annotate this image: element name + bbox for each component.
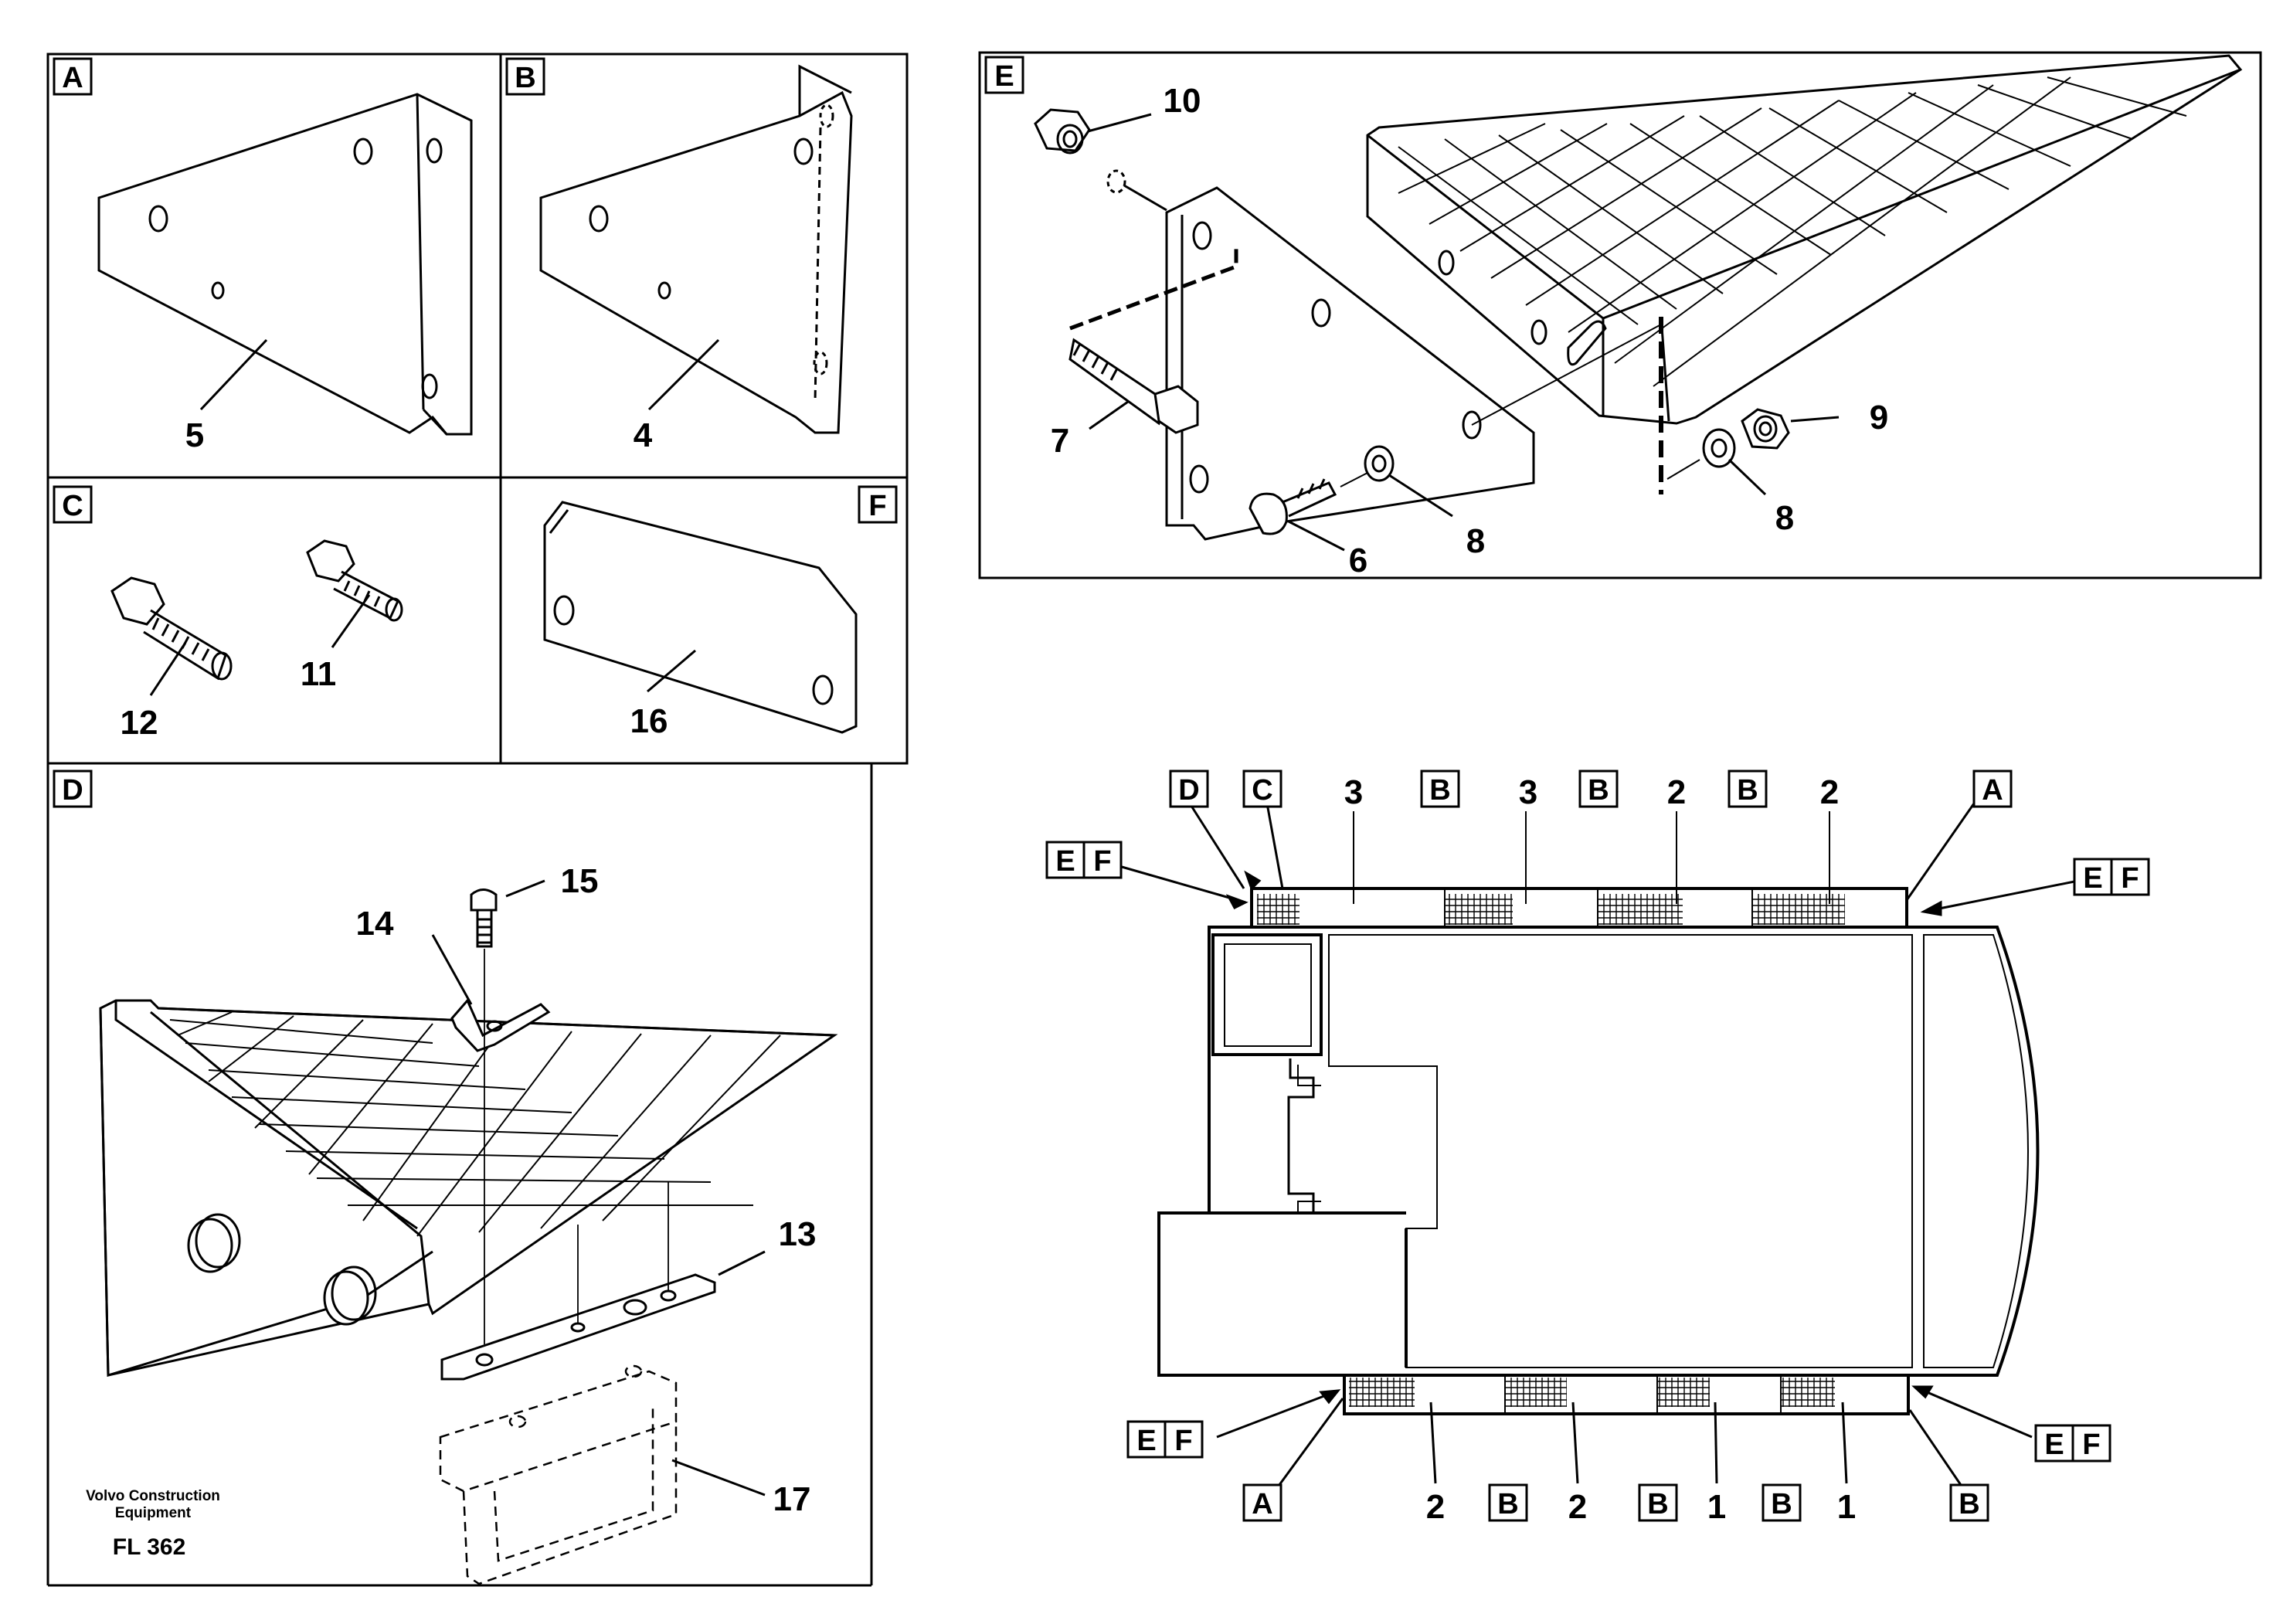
callout-13: 13: [779, 1215, 817, 1253]
svg-text:3: 3: [1519, 773, 1537, 811]
callout-11: 11: [301, 655, 337, 693]
callout-10: 10: [1164, 82, 1201, 120]
callout-8-left: 8: [1466, 522, 1485, 560]
overview-top-labels: D C 3 B 3 B 2 B 2 A: [1169, 770, 2013, 811]
svg-text:2: 2: [1568, 1488, 1587, 1526]
panel-E-assembly: [1034, 54, 2243, 552]
svg-text:2: 2: [1820, 773, 1839, 811]
svg-text:F: F: [868, 490, 886, 522]
panel-E-frame: E: [978, 51, 2262, 579]
panel-label-B: B: [505, 57, 545, 96]
svg-text:B: B: [1647, 1488, 1668, 1520]
svg-text:E: E: [2083, 862, 2102, 895]
svg-text:D: D: [62, 774, 83, 807]
callout-6: 6: [1349, 542, 1367, 579]
svg-text:B: B: [1771, 1488, 1792, 1520]
svg-text:3: 3: [1344, 773, 1363, 811]
svg-text:D: D: [1178, 774, 1199, 807]
svg-text:A: A: [1982, 774, 2003, 807]
svg-text:2: 2: [1426, 1488, 1445, 1526]
callout-9: 9: [1870, 399, 1888, 437]
svg-text:F: F: [1093, 845, 1111, 878]
svg-text:E: E: [2044, 1429, 2064, 1461]
company-name-line2: Equipment: [115, 1505, 192, 1521]
callout-16: 16: [630, 702, 668, 740]
ef-label-bottom-right: E F: [2034, 1424, 2111, 1463]
svg-text:B: B: [1429, 774, 1450, 807]
ef-label-top-left: E F: [1045, 841, 1123, 879]
svg-text:E: E: [1136, 1425, 1156, 1457]
company-name: Volvo Construction: [86, 1488, 220, 1504]
svg-text:B: B: [515, 62, 535, 94]
svg-text:B: B: [1588, 774, 1609, 807]
callout-4: 4: [634, 416, 653, 454]
overview-bottom-labels: A 2 B 2 B 1 B 1 B: [1242, 1401, 1989, 1526]
panel-label-D: D: [53, 770, 93, 808]
svg-text:1: 1: [1837, 1488, 1856, 1526]
panel-label-C: C: [53, 485, 93, 524]
bracket-part-4: [539, 64, 853, 434]
ef-label-bottom-left: E F: [1126, 1420, 1204, 1459]
svg-text:2: 2: [1667, 773, 1686, 811]
svg-text:B: B: [1959, 1488, 1979, 1520]
bolt-part-12: [110, 576, 233, 696]
callout-15: 15: [561, 862, 599, 900]
svg-text:F: F: [2082, 1429, 2100, 1461]
callout-12: 12: [121, 704, 158, 742]
svg-text:F: F: [2121, 862, 2139, 895]
figure-code: FL 362: [113, 1534, 186, 1560]
panel-label-A: A: [53, 57, 93, 96]
svg-text:C: C: [1252, 774, 1272, 807]
ef-label-top-right: E F: [2073, 858, 2150, 896]
bracket-part-5: [97, 93, 473, 436]
panel-grid: [46, 53, 909, 1587]
bolt-part-11: [306, 539, 403, 648]
svg-text:E: E: [1055, 845, 1075, 878]
svg-text:A: A: [62, 62, 83, 94]
svg-text:1: 1: [1707, 1488, 1726, 1526]
panel-label-F: F: [858, 485, 898, 524]
callout-8-right: 8: [1775, 499, 1794, 537]
svg-text:A: A: [1252, 1488, 1272, 1520]
machine-top-view: [1157, 887, 2040, 1415]
overview-top-leaders: [1353, 811, 1830, 904]
panel-label-E: E: [994, 60, 1014, 93]
callout-7: 7: [1051, 422, 1069, 460]
overview-leaders: [1116, 803, 2079, 1492]
svg-text:B: B: [1497, 1488, 1518, 1520]
callout-14: 14: [356, 905, 394, 943]
svg-text:C: C: [62, 490, 83, 522]
svg-text:B: B: [1737, 774, 1758, 807]
step-grating-assembly: [99, 879, 838, 1585]
plate-part-16: [543, 501, 858, 734]
callout-17: 17: [773, 1480, 811, 1518]
svg-text:F: F: [1174, 1425, 1192, 1457]
callout-5: 5: [185, 416, 204, 454]
